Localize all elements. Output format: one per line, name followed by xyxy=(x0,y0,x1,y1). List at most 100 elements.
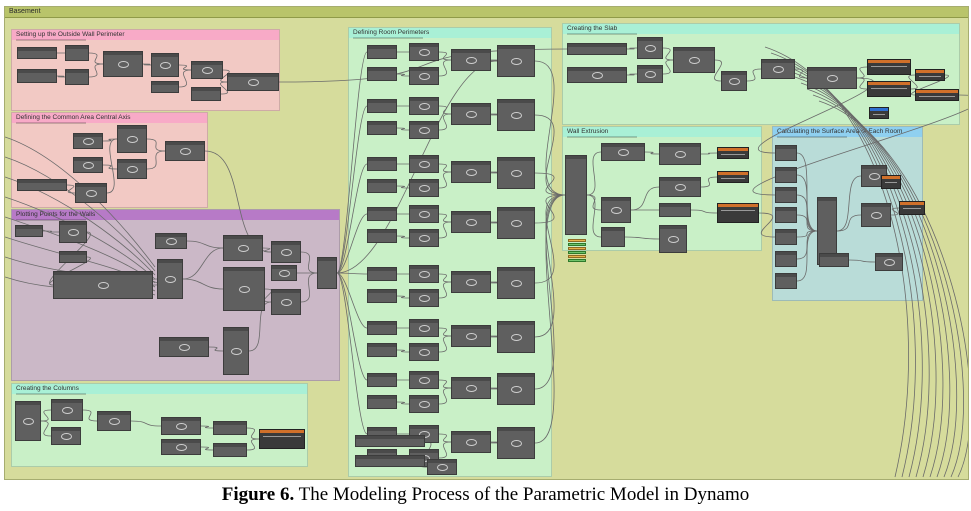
dynamo-node[interactable] xyxy=(497,157,535,189)
dynamo-node[interactable] xyxy=(65,69,89,85)
watch-node[interactable] xyxy=(867,81,911,97)
dynamo-node[interactable] xyxy=(451,271,491,293)
dynamo-node[interactable] xyxy=(409,395,439,413)
dynamo-node[interactable] xyxy=(861,203,891,227)
dynamo-node[interactable] xyxy=(191,87,221,101)
dynamo-node[interactable] xyxy=(775,229,797,245)
dynamo-node[interactable] xyxy=(367,395,397,409)
dynamo-node[interactable] xyxy=(409,43,439,61)
dynamo-node[interactable] xyxy=(451,49,491,71)
dynamo-node[interactable] xyxy=(271,289,301,315)
dynamo-node[interactable] xyxy=(151,53,179,77)
dynamo-node[interactable] xyxy=(317,257,337,289)
dynamo-node[interactable] xyxy=(65,45,89,61)
dynamo-node[interactable] xyxy=(367,157,397,171)
dynamo-node[interactable] xyxy=(659,203,691,217)
dynamo-node[interactable] xyxy=(497,45,535,77)
dynamo-node[interactable] xyxy=(151,81,179,93)
dynamo-node[interactable] xyxy=(775,167,797,183)
dynamo-node[interactable] xyxy=(213,443,247,457)
dynamo-node[interactable] xyxy=(161,417,201,435)
dynamo-node[interactable] xyxy=(775,273,797,289)
dynamo-node[interactable] xyxy=(659,225,687,253)
dynamo-node[interactable] xyxy=(17,179,67,191)
dynamo-node[interactable] xyxy=(367,289,397,303)
dynamo-node[interactable] xyxy=(15,225,43,237)
dynamo-node[interactable] xyxy=(59,251,87,263)
dynamo-node[interactable] xyxy=(17,47,57,59)
dynamo-node[interactable] xyxy=(875,253,903,271)
dynamo-node[interactable] xyxy=(451,103,491,125)
watch-node[interactable] xyxy=(867,59,911,75)
dynamo-node[interactable] xyxy=(497,99,535,131)
dynamo-node[interactable] xyxy=(497,207,535,239)
dynamo-node[interactable] xyxy=(819,253,849,267)
dynamo-node[interactable] xyxy=(367,121,397,135)
dynamo-node[interactable] xyxy=(409,179,439,197)
dynamo-node[interactable] xyxy=(51,399,83,421)
dynamo-node[interactable] xyxy=(73,133,103,149)
dynamo-node[interactable] xyxy=(271,265,297,281)
dynamo-node[interactable] xyxy=(367,229,397,243)
watch-node[interactable] xyxy=(259,429,305,449)
dynamo-node[interactable] xyxy=(117,125,147,153)
dynamo-node[interactable] xyxy=(567,67,627,83)
dynamo-node[interactable] xyxy=(673,47,715,73)
dynamo-node[interactable] xyxy=(807,67,857,89)
dynamo-node[interactable] xyxy=(271,241,301,263)
watch-node[interactable] xyxy=(717,171,749,183)
dynamo-node[interactable] xyxy=(409,265,439,283)
dynamo-node[interactable] xyxy=(567,43,627,55)
dynamo-node[interactable] xyxy=(409,343,439,361)
dynamo-node[interactable] xyxy=(59,221,87,243)
dynamo-node[interactable] xyxy=(775,187,797,203)
dynamo-node[interactable] xyxy=(165,141,205,161)
dynamo-node[interactable] xyxy=(451,325,491,347)
watch-node[interactable] xyxy=(881,175,901,189)
dynamo-node[interactable] xyxy=(497,427,535,459)
dynamo-node[interactable] xyxy=(17,69,57,83)
dynamo-node[interactable] xyxy=(117,159,147,179)
dynamo-node[interactable] xyxy=(223,235,263,261)
watch-node[interactable] xyxy=(899,201,925,215)
dynamo-node[interactable] xyxy=(451,211,491,233)
dynamo-node[interactable] xyxy=(367,321,397,335)
dynamo-canvas[interactable]: Basement Setting up the Outside Wall Per… xyxy=(4,6,969,480)
dynamo-node[interactable] xyxy=(191,61,223,79)
dynamo-node[interactable] xyxy=(75,183,107,203)
dynamo-node[interactable] xyxy=(659,177,701,197)
dynamo-node[interactable] xyxy=(637,65,663,83)
dynamo-node[interactable] xyxy=(223,267,265,311)
dynamo-node[interactable] xyxy=(601,227,625,247)
dynamo-node[interactable] xyxy=(409,371,439,389)
dynamo-node[interactable] xyxy=(409,289,439,307)
dynamo-node[interactable] xyxy=(159,337,209,357)
dynamo-node[interactable] xyxy=(227,73,279,91)
watch-node[interactable] xyxy=(717,203,759,223)
dynamo-node[interactable] xyxy=(15,401,41,441)
dynamo-node[interactable] xyxy=(97,411,131,431)
dynamo-node[interactable] xyxy=(775,207,797,223)
dynamo-node[interactable] xyxy=(409,229,439,247)
dynamo-node[interactable] xyxy=(451,377,491,399)
dynamo-node[interactable] xyxy=(637,37,663,59)
dynamo-node[interactable] xyxy=(497,321,535,353)
dynamo-node[interactable] xyxy=(427,459,457,475)
dynamo-node[interactable] xyxy=(451,431,491,453)
dynamo-node[interactable] xyxy=(367,267,397,281)
dynamo-node[interactable] xyxy=(157,259,183,299)
dynamo-node[interactable] xyxy=(775,145,797,161)
dynamo-node[interactable] xyxy=(367,343,397,357)
dynamo-node[interactable] xyxy=(409,67,439,85)
group-outside-wall[interactable]: Setting up the Outside Wall Perimeter xyxy=(11,29,280,111)
dynamo-node[interactable] xyxy=(213,421,247,435)
dynamo-node[interactable] xyxy=(367,67,397,81)
dynamo-node[interactable] xyxy=(53,271,153,299)
dynamo-node[interactable] xyxy=(409,205,439,223)
dynamo-node[interactable] xyxy=(367,373,397,387)
dynamo-node[interactable] xyxy=(51,427,81,445)
watch-node[interactable] xyxy=(717,147,749,159)
dynamo-node[interactable] xyxy=(409,97,439,115)
dynamo-node[interactable] xyxy=(659,143,701,165)
dynamo-node[interactable] xyxy=(497,373,535,405)
